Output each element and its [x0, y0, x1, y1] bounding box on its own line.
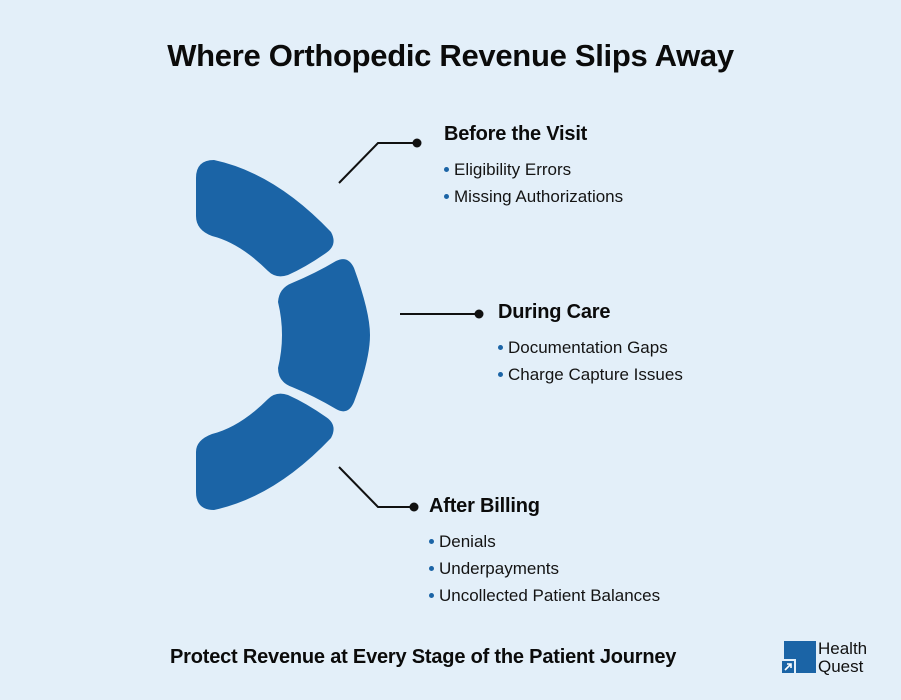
segment-during-care: [278, 259, 370, 412]
segment-after-billing: [196, 393, 334, 510]
logo-line-1: Health: [818, 639, 868, 658]
connector-after-billing: [338, 466, 419, 512]
stage-title: During Care: [498, 301, 611, 323]
stage-title: After Billing: [429, 495, 540, 517]
stage-before-the-visit: Before the Visit Eligibility Errors Miss…: [444, 123, 623, 210]
health-quest-logo-icon: [780, 641, 816, 675]
logo-wordmark: Health Quest: [818, 640, 867, 676]
stage-title: Before the Visit: [444, 123, 588, 145]
brand-logo: Health Quest: [780, 639, 890, 679]
logo-line-2: Quest: [818, 657, 864, 676]
stage-after-billing: After Billing Denials Underpayments Unco…: [429, 495, 660, 609]
bullet-item: Eligibility Errors: [444, 156, 623, 183]
connector-during-care: [400, 309, 484, 319]
bullet-item: Missing Authorizations: [444, 183, 623, 210]
bullet-item: Documentation Gaps: [498, 334, 683, 361]
bullet-list: Documentation Gaps Charge Capture Issues: [498, 334, 683, 388]
bullet-item: Charge Capture Issues: [498, 361, 683, 388]
bullet-list: Eligibility Errors Missing Authorization…: [444, 156, 623, 210]
page-title: Where Orthopedic Revenue Slips Away: [167, 38, 734, 73]
segment-before-the-visit: [196, 160, 334, 277]
footer-tagline: Protect Revenue at Every Stage of the Pa…: [170, 646, 677, 668]
bullet-list: Denials Underpayments Uncollected Patien…: [429, 528, 660, 609]
connector-before-the-visit: [338, 138, 422, 184]
bullet-item: Uncollected Patient Balances: [429, 582, 660, 609]
bullet-item: Denials: [429, 528, 660, 555]
arc-segments: [196, 160, 370, 510]
stage-during-care: During Care Documentation Gaps Charge Ca…: [498, 301, 683, 388]
bullet-item: Underpayments: [429, 555, 660, 582]
